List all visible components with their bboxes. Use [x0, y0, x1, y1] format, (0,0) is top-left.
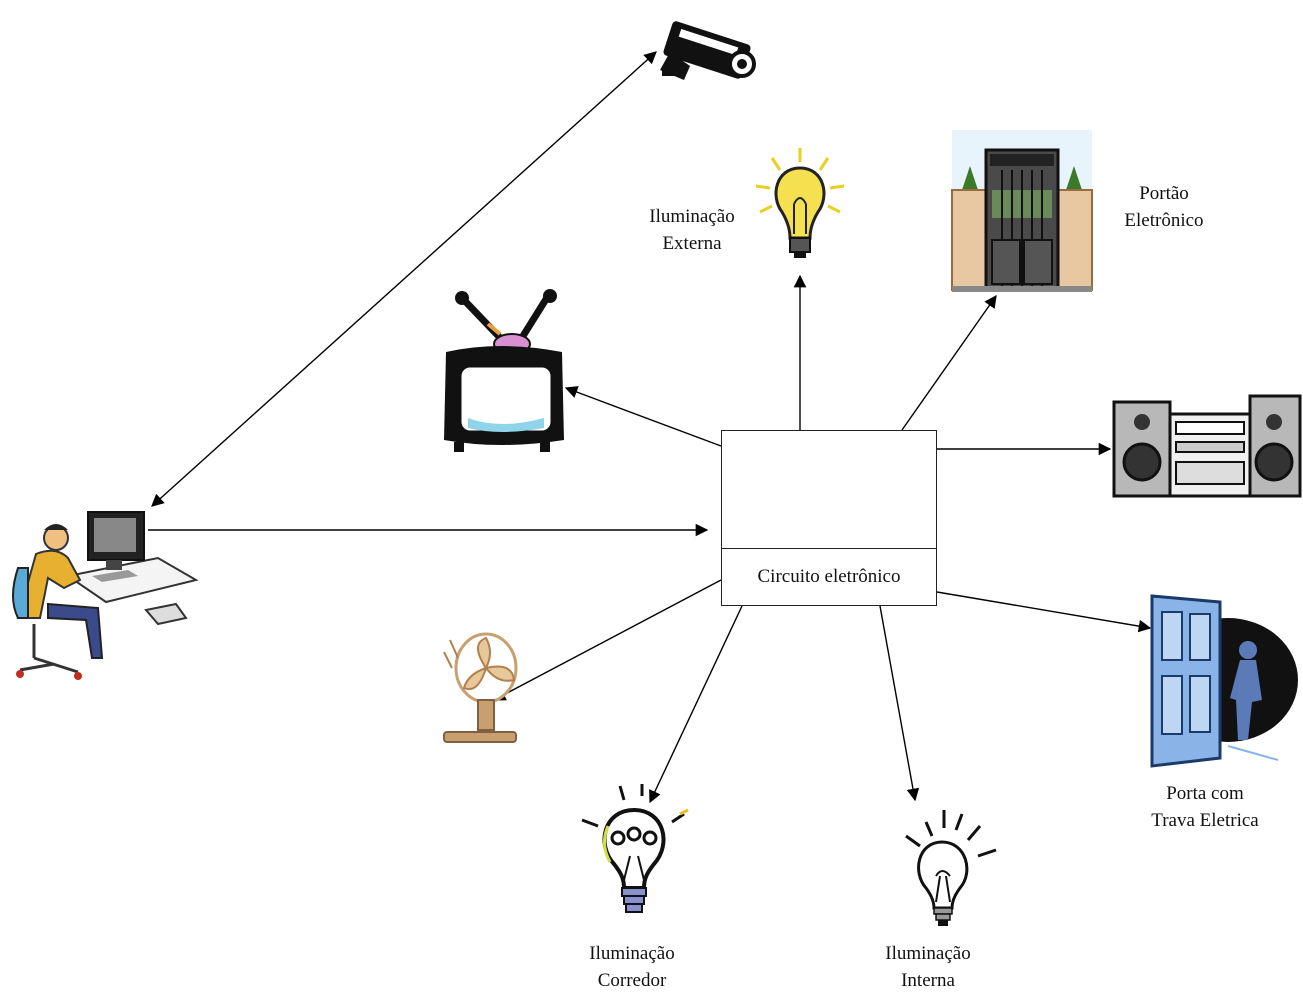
security-camera-icon [660, 21, 756, 80]
label-line: Trava Eletrica [1151, 810, 1259, 831]
label-line: Iluminação [649, 206, 735, 227]
door-person-icon [1150, 594, 1298, 768]
label-iluminacao-corredor: Iluminação Corredor [572, 940, 692, 994]
label-portao: Portão Eletrônico [1106, 180, 1222, 234]
label-line: Corredor [597, 970, 667, 991]
label-line: Iluminação [885, 943, 971, 964]
gate-icon [951, 130, 1093, 292]
label-line: Iluminação [589, 943, 675, 964]
label-iluminacao-externa: Iluminação Externa [632, 203, 752, 257]
edge-circuit-door [936, 591, 1152, 633]
computer-user-icon [12, 511, 199, 680]
label-line: Portão [1139, 183, 1189, 204]
light-bulb-icon [755, 148, 845, 258]
edge-camera-computer [151, 51, 657, 507]
label-line: Eletrônico [1124, 210, 1204, 231]
label-iluminacao-interna: Iluminação Interna [868, 940, 988, 994]
label-line: Externa [662, 233, 722, 254]
label-line: Porta com [1166, 783, 1244, 804]
circuit-node: Circuito eletrônico [721, 430, 937, 606]
edge-circuit-bulb-int [879, 605, 920, 802]
stereo-icon [1112, 394, 1302, 498]
circuit-label: Circuito eletrônico [722, 548, 936, 605]
fan-icon [443, 632, 518, 743]
bulb-corridor-icon [581, 784, 689, 913]
label-porta: Porta com Trava Eletrica [1130, 780, 1280, 834]
edge-circuit-gate [901, 294, 997, 431]
label-line: Interna [901, 970, 955, 991]
edge-circuit-bulb-corr [649, 605, 743, 804]
edge-circuit-tv [564, 386, 722, 447]
edge-circuit-fan [492, 579, 722, 701]
bulb-internal-icon [905, 810, 997, 926]
television-icon [444, 289, 564, 452]
